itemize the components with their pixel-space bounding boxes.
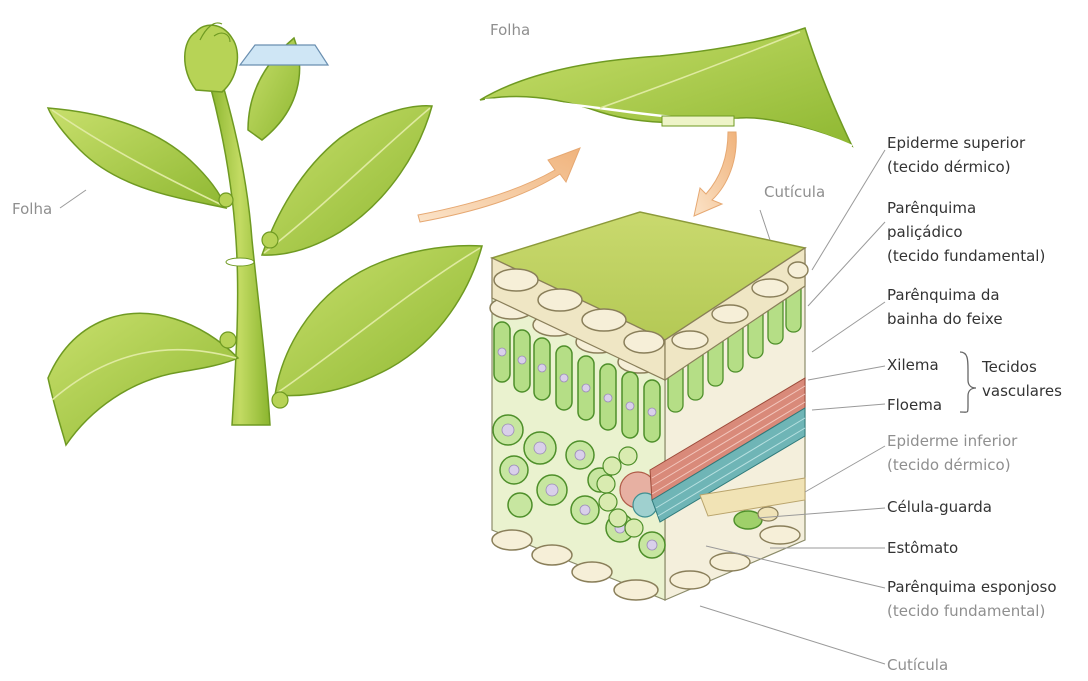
label-xilema: Xilema: [887, 356, 939, 374]
plant-illustration: [48, 23, 482, 445]
apical-bud: [185, 25, 238, 92]
detached-leaf: [480, 28, 852, 146]
label-folha-left: Folha: [12, 200, 52, 218]
label-paliçadico-tecido: (tecido fundamental): [887, 247, 1045, 265]
label-esponjoso: Parênquima esponjoso: [887, 578, 1057, 596]
label-epiderme-superior: Epiderme superior: [887, 134, 1026, 152]
label-epiderme-superior-tecido: (tecido dérmico): [887, 158, 1011, 176]
arrow-to-leaf: [418, 148, 580, 222]
label-cuticula-top: Cutícula: [764, 183, 825, 201]
label-celula-guarda: Célula-guarda: [887, 498, 992, 516]
slide-plate: [240, 45, 328, 65]
label-epiderme-inferior: Epiderme inferior: [887, 432, 1018, 450]
label-folha-top: Folha: [490, 21, 530, 39]
leaf-left-lower: [48, 313, 238, 445]
label-epiderme-inferior-tecido: (tecido dérmico): [887, 456, 1011, 474]
label-tecidos: Tecidos: [981, 358, 1037, 376]
arrow-to-section: [694, 132, 736, 216]
label-esponjoso-tecido: (tecido fundamental): [887, 602, 1045, 620]
label-estomato: Estômato: [887, 539, 958, 557]
label-floema: Floema: [887, 396, 942, 414]
label-bainha-2: bainha do feixe: [887, 310, 1003, 328]
label-vasculares: vasculares: [982, 382, 1062, 400]
label-paliçadico: Parênquima: [887, 199, 976, 217]
label-paliçadico-2: paliçádico: [887, 223, 963, 241]
leaf-left-upper: [48, 108, 226, 208]
label-cuticula-bottom: Cutícula: [887, 656, 948, 674]
label-bainha: Parênquima da: [887, 286, 1000, 304]
leaf-cross-section: [490, 212, 808, 600]
